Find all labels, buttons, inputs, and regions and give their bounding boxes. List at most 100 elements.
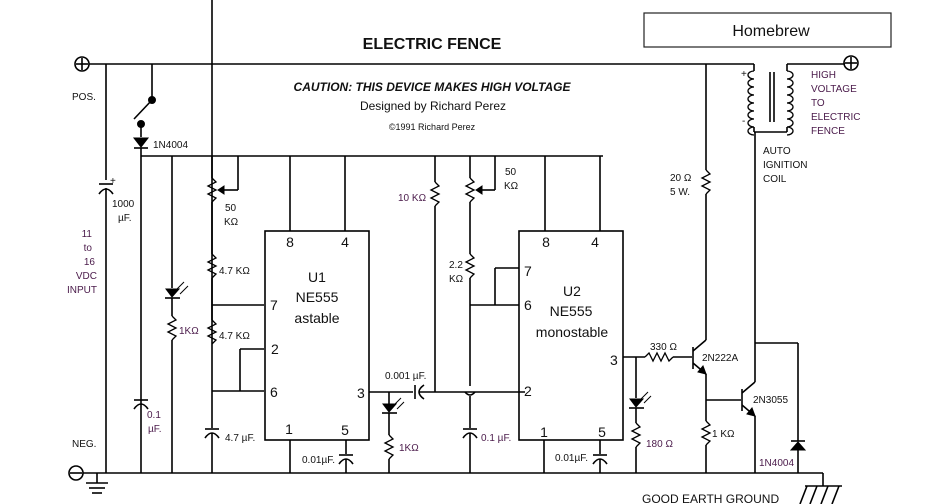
collector-resistor-value-2: 5 W. xyxy=(670,187,690,198)
u2-pin-2: 2 xyxy=(524,383,532,399)
copyright-text: ©1991 Richard Perez xyxy=(389,122,476,132)
input-label-4: VDC xyxy=(76,271,97,282)
flyback-diode-label: 1N4004 xyxy=(759,458,794,469)
u2-pin-6: 6 xyxy=(524,297,532,313)
pullup-resistor-icon xyxy=(429,181,441,207)
hv-label-2: VOLTAGE xyxy=(811,84,857,95)
u2-output-resistor-label: 180 Ω xyxy=(646,439,673,450)
u1-r1-icon xyxy=(206,253,218,279)
u1-pin-4: 4 xyxy=(341,234,349,250)
q2-label: 2N3055 xyxy=(753,395,788,406)
collector-resistor-value-1: 20 Ω xyxy=(670,173,692,184)
u1-type: NE555 xyxy=(296,289,339,305)
diode-label: 1N4004 xyxy=(153,140,188,151)
coil-plus: + xyxy=(741,69,747,80)
positive-terminal-icon xyxy=(74,56,90,72)
q1-transistor-icon xyxy=(692,339,707,375)
caution-text: CAUTION: THIS DEVICE MAKES HIGH VOLTAGE xyxy=(294,80,572,94)
u2-chip xyxy=(518,230,624,441)
u1-pin-1: 1 xyxy=(285,421,293,437)
q1-label: 2N222A xyxy=(702,353,738,364)
decoupling-cap-value-1: 0.1 xyxy=(147,410,161,421)
decoupling-capacitor-icon xyxy=(133,399,149,410)
input-cap-polarity: + xyxy=(110,176,116,187)
ignition-coil-icon xyxy=(747,64,794,136)
input-label-1: 11 xyxy=(82,229,93,240)
u1-r2-label: 4.7 KΩ xyxy=(219,331,250,342)
u1-pin-8: 8 xyxy=(286,234,294,250)
hv-label-4: ELECTRIC xyxy=(811,112,860,123)
flyback-diode-icon xyxy=(789,440,807,451)
u1-r2-icon xyxy=(206,319,218,345)
emitter-resistor-label: 1 KΩ xyxy=(712,429,735,440)
neg-label: NEG. xyxy=(72,439,96,450)
u2-pin-5: 5 xyxy=(598,424,606,440)
u1-output-resistor-label: 1KΩ xyxy=(399,443,419,454)
u2-pin-7: 7 xyxy=(524,263,532,279)
designer-text: Designed by Richard Perez xyxy=(360,99,506,113)
chassis-ground-icon xyxy=(86,473,108,494)
negative-terminal-icon xyxy=(68,465,84,481)
led-icon xyxy=(165,281,189,299)
hv-label-3: TO xyxy=(811,98,825,109)
earth-ground-label: GOOD EARTH GROUND xyxy=(642,492,779,504)
u2-output-resistor-icon xyxy=(630,422,642,448)
input-label-2: to xyxy=(84,243,93,254)
hv-terminal-icon xyxy=(843,55,859,71)
u2-pin-4: 4 xyxy=(591,234,599,250)
coil-label-2: IGNITION xyxy=(763,160,807,171)
decoupling-cap-value-2: µF. xyxy=(148,424,162,435)
input-cap-value-2: µF. xyxy=(118,213,132,224)
u2-type: NE555 xyxy=(550,303,593,319)
u2-pot-value-1: 50 xyxy=(505,167,517,178)
u1-chip xyxy=(264,230,370,441)
led-resistor-label: 1KΩ xyxy=(179,326,199,337)
u2-resistor-value-2: KΩ xyxy=(449,274,464,285)
u1-name: U1 xyxy=(308,269,326,285)
u1-pin-7: 7 xyxy=(270,297,278,313)
u1-pin-5: 5 xyxy=(341,422,349,438)
u2-timing-cap-label: 0.1 µF. xyxy=(481,433,511,444)
u2-pot-value-2: KΩ xyxy=(504,181,519,192)
earth-ground-icon xyxy=(799,485,842,504)
base-resistor-icon xyxy=(644,351,674,363)
u1-timing-cap-label: 4.7 µF. xyxy=(225,433,255,444)
emitter-resistor-icon xyxy=(700,420,712,446)
u2-pin5-cap-label: 0.01µF. xyxy=(555,453,588,464)
collector-resistor-icon xyxy=(700,169,712,195)
input-cap-value-1: 1000 xyxy=(112,199,135,210)
pos-label: POS. xyxy=(72,92,96,103)
diagram-title: ELECTRIC FENCE xyxy=(363,36,502,53)
diode-icon xyxy=(132,137,150,149)
coil-label-1: AUTO xyxy=(763,146,791,157)
homebrew-label: Homebrew xyxy=(732,23,810,40)
coil-minus: - xyxy=(742,116,745,127)
pullup-resistor-label: 10 KΩ xyxy=(398,193,427,204)
u1-pot-icon[interactable] xyxy=(206,177,218,203)
u2-pot-icon[interactable] xyxy=(464,177,476,203)
u1-pin-2: 2 xyxy=(271,341,279,357)
homebrew-box xyxy=(643,12,892,48)
input-label-3: 16 xyxy=(84,257,96,268)
u2-resistor-icon xyxy=(464,253,476,279)
coupling-cap-label: 0.001 µF. xyxy=(385,371,426,382)
led-resistor-icon xyxy=(166,315,178,341)
base-resistor-label: 330 Ω xyxy=(650,342,677,353)
wire-crossover xyxy=(464,391,476,396)
u1-pot-value-1: 50 xyxy=(225,203,237,214)
power-switch[interactable] xyxy=(133,99,153,120)
u2-pin-1: 1 xyxy=(540,424,548,440)
u1-mode: astable xyxy=(294,310,339,326)
u2-mode: monostable xyxy=(536,324,609,340)
u2-pin-3: 3 xyxy=(610,352,618,368)
u1-pot-value-2: KΩ xyxy=(224,217,239,228)
u2-name: U2 xyxy=(563,283,581,299)
u1-pin-3: 3 xyxy=(357,385,365,401)
input-label-5: INPUT xyxy=(67,285,97,296)
u2-output-led-icon xyxy=(629,391,652,409)
u1-output-resistor-icon xyxy=(383,434,395,460)
coil-label-3: COIL xyxy=(763,174,787,185)
hv-label-5: FENCE xyxy=(811,126,845,137)
u2-pin-8: 8 xyxy=(542,234,550,250)
